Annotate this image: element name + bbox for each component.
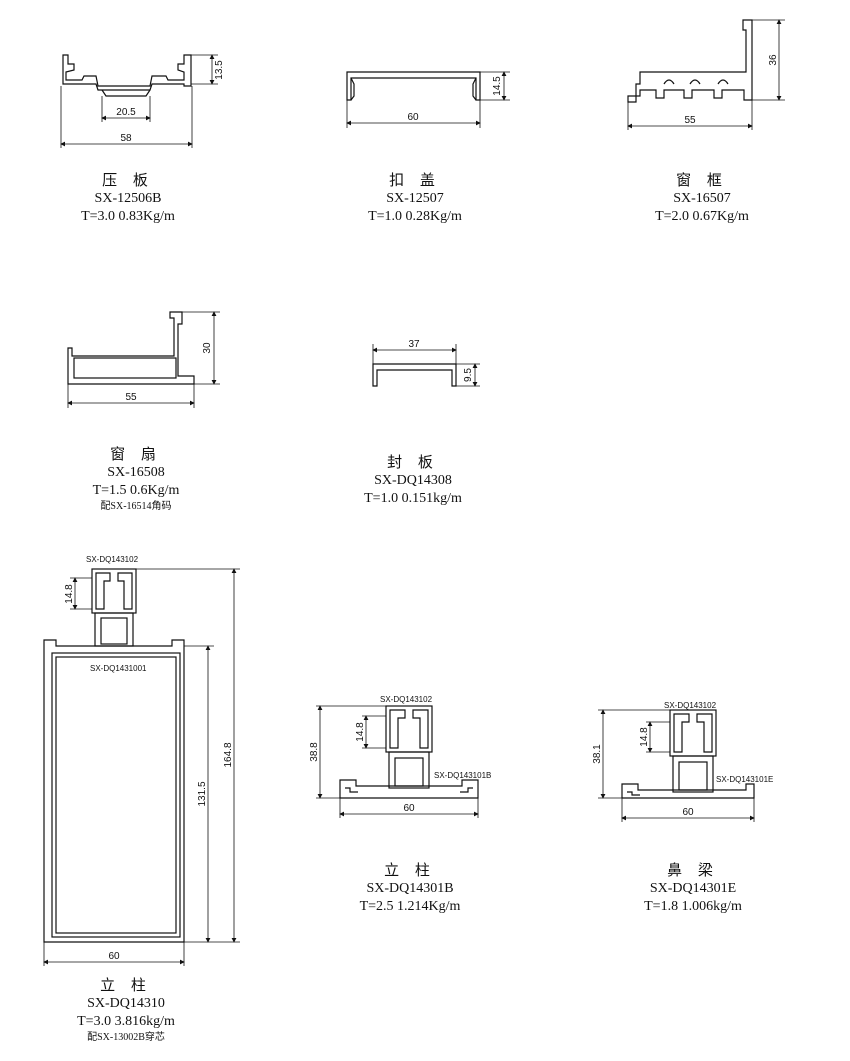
window-frame-caption: 窗 框 SX-16507 T=2.0 0.67Kg/m: [632, 172, 772, 226]
profile-note: 配SX-13002B穿芯: [87, 1032, 165, 1043]
transom-base-part-label: SX-DQ143101E: [716, 775, 773, 784]
profile-name: 窗 扇: [110, 447, 162, 463]
profile-window-sash-drawing: 30 55: [67, 311, 220, 408]
profile-code: SX-16508: [107, 465, 165, 480]
mullion-large-top-part-label: SX-DQ143102: [86, 555, 139, 564]
profile-weight: T=1.5 0.6Kg/m: [92, 483, 180, 498]
profile-code: SX-DQ14310: [87, 996, 165, 1011]
cover-cap-height-dim: 14.5: [492, 76, 503, 96]
profile-name: 鼻 梁: [667, 863, 719, 879]
mullion-small-height-dim: 38.8: [309, 742, 320, 762]
profile-press-plate-drawing: 13.5 20.5 58: [60, 54, 225, 148]
profile-code: SX-12507: [386, 191, 444, 206]
profile-name: 立 柱: [100, 978, 152, 994]
profile-window-frame-drawing: 36 55: [627, 19, 785, 130]
mullion-large-main-part-label: SX-DQ1431001: [90, 664, 147, 673]
profile-weight: T=1.0 0.151kg/m: [364, 491, 462, 506]
profile-mullion-small-drawing: SX-DQ143102 14.8 SX-DQ143101B 38.8 60: [309, 695, 491, 818]
window-frame-height-dim: 36: [768, 54, 779, 66]
press-plate-width-dim: 58: [120, 133, 132, 144]
cover-cap-width-dim: 60: [407, 112, 419, 123]
transom-height-dim: 38.1: [592, 744, 603, 764]
profile-code: SX-DQ14301B: [366, 881, 454, 896]
profile-weight: T=2.5 1.214Kg/m: [359, 899, 461, 914]
transom-insert-dim: 14.8: [639, 727, 650, 747]
profile-weight: T=3.0 3.816kg/m: [77, 1014, 175, 1029]
profile-name: 立 柱: [384, 863, 436, 879]
cover-cap-caption: 扣 盖 SX-12507 T=1.0 0.28Kg/m: [345, 172, 485, 226]
profile-name: 窗 框: [676, 173, 728, 189]
press-plate-caption: 压 板 SX-12506B T=3.0 0.83Kg/m: [58, 172, 198, 226]
mullion-large-width-dim: 60: [108, 951, 120, 962]
profile-name: 扣 盖: [389, 173, 441, 189]
window-sash-height-dim: 30: [202, 342, 213, 354]
window-sash-width-dim: 55: [125, 392, 137, 403]
profile-mullion-large-drawing: 14.8 SX-DQ143102 SX-DQ1431001 131.5 164.…: [43, 555, 240, 966]
profile-code: SX-DQ14308: [374, 473, 452, 488]
mullion-large-caption: 立 柱 SX-DQ14310 T=3.0 3.816kg/m 配SX-13002…: [56, 977, 196, 1045]
profile-code: SX-DQ14301E: [649, 881, 737, 896]
mullion-small-caption: 立 柱 SX-DQ14301B T=2.5 1.214Kg/m: [335, 862, 485, 916]
mullion-small-insert-dim: 14.8: [355, 722, 366, 742]
profile-code: SX-12506B: [94, 191, 162, 206]
profile-seal-plate-drawing: 37 9.5: [372, 339, 480, 387]
mullion-small-width-dim: 60: [403, 803, 415, 814]
press-plate-inner-width-dim: 20.5: [116, 107, 136, 118]
profile-cover-cap-drawing: 14.5 60: [346, 71, 510, 128]
mullion-large-insert-dim: 14.8: [64, 584, 75, 604]
window-frame-width-dim: 55: [684, 115, 696, 126]
seal-plate-width-dim: 37: [408, 339, 420, 350]
mullion-large-total-height-dim: 164.8: [223, 742, 234, 767]
seal-plate-height-dim: 9.5: [463, 368, 474, 382]
profile-note: 配SX-16514角码: [100, 501, 172, 512]
seal-plate-caption: 封 板 SX-DQ14308 T=1.0 0.151kg/m: [338, 454, 488, 508]
mullion-small-base-part-label: SX-DQ143101B: [434, 771, 491, 780]
profile-weight: T=1.8 1.006kg/m: [644, 899, 742, 914]
profile-weight: T=3.0 0.83Kg/m: [81, 209, 175, 224]
transom-width-dim: 60: [682, 807, 694, 818]
profile-code: SX-16507: [673, 191, 731, 206]
mullion-large-body-height-dim: 131.5: [197, 781, 208, 806]
profile-weight: T=1.0 0.28Kg/m: [368, 209, 462, 224]
profile-name: 封 板: [387, 455, 439, 471]
transom-top-part-label: SX-DQ143102: [664, 701, 717, 710]
transom-caption: 鼻 梁 SX-DQ14301E T=1.8 1.006kg/m: [618, 862, 768, 916]
profile-weight: T=2.0 0.67Kg/m: [655, 209, 749, 224]
window-sash-caption: 窗 扇 SX-16508 T=1.5 0.6Kg/m 配SX-16514角码: [66, 446, 206, 514]
mullion-small-top-part-label: SX-DQ143102: [380, 695, 433, 704]
profile-transom-drawing: SX-DQ143102 14.8 SX-DQ143101E 38.1 60: [592, 701, 773, 822]
profile-name: 压 板: [102, 173, 154, 189]
press-plate-height-dim: 13.5: [214, 60, 225, 80]
